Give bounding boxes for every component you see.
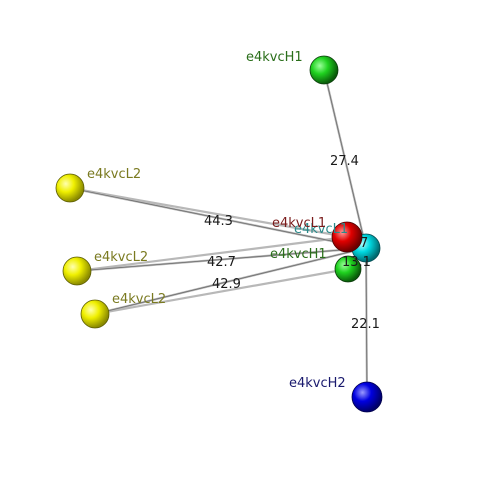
distance-partial-a: 7 bbox=[360, 236, 368, 251]
atom-h1-top bbox=[309, 55, 339, 85]
distance-h2: 22.1 bbox=[351, 317, 380, 332]
atom-l2-c bbox=[80, 299, 110, 329]
label-l2-c: e4kvcL2 bbox=[112, 292, 166, 307]
label-h1-low: e4kvcH1 bbox=[270, 247, 327, 262]
atom-l1 bbox=[331, 221, 363, 253]
distance-l2-a: 44.3 bbox=[204, 214, 233, 229]
atom-h1-low bbox=[334, 255, 362, 283]
distance-partial-b: 13.1 bbox=[342, 255, 371, 270]
distance-l2-b: 42.7 bbox=[207, 255, 236, 270]
bond-l1-l2b bbox=[76, 235, 348, 273]
bond-h1low-l2c bbox=[94, 267, 349, 316]
label-l2-a: e4kvcL2 bbox=[87, 167, 141, 182]
bond-l1-l2a bbox=[69, 186, 348, 239]
label-center: e4kvcL1 bbox=[294, 222, 348, 237]
atom-l2-a bbox=[55, 173, 85, 203]
distance-h1-top: 27.4 bbox=[330, 154, 359, 169]
label-l1: e4kvcL1 bbox=[272, 216, 326, 231]
label-l2-b: e4kvcL2 bbox=[94, 250, 148, 265]
atom-h2 bbox=[351, 381, 383, 413]
atom-l2-b bbox=[62, 256, 92, 286]
distance-l2-c: 42.9 bbox=[212, 277, 241, 292]
label-h2: e4kvcH2 bbox=[289, 376, 346, 391]
label-h1-top: e4kvcH1 bbox=[246, 50, 303, 65]
